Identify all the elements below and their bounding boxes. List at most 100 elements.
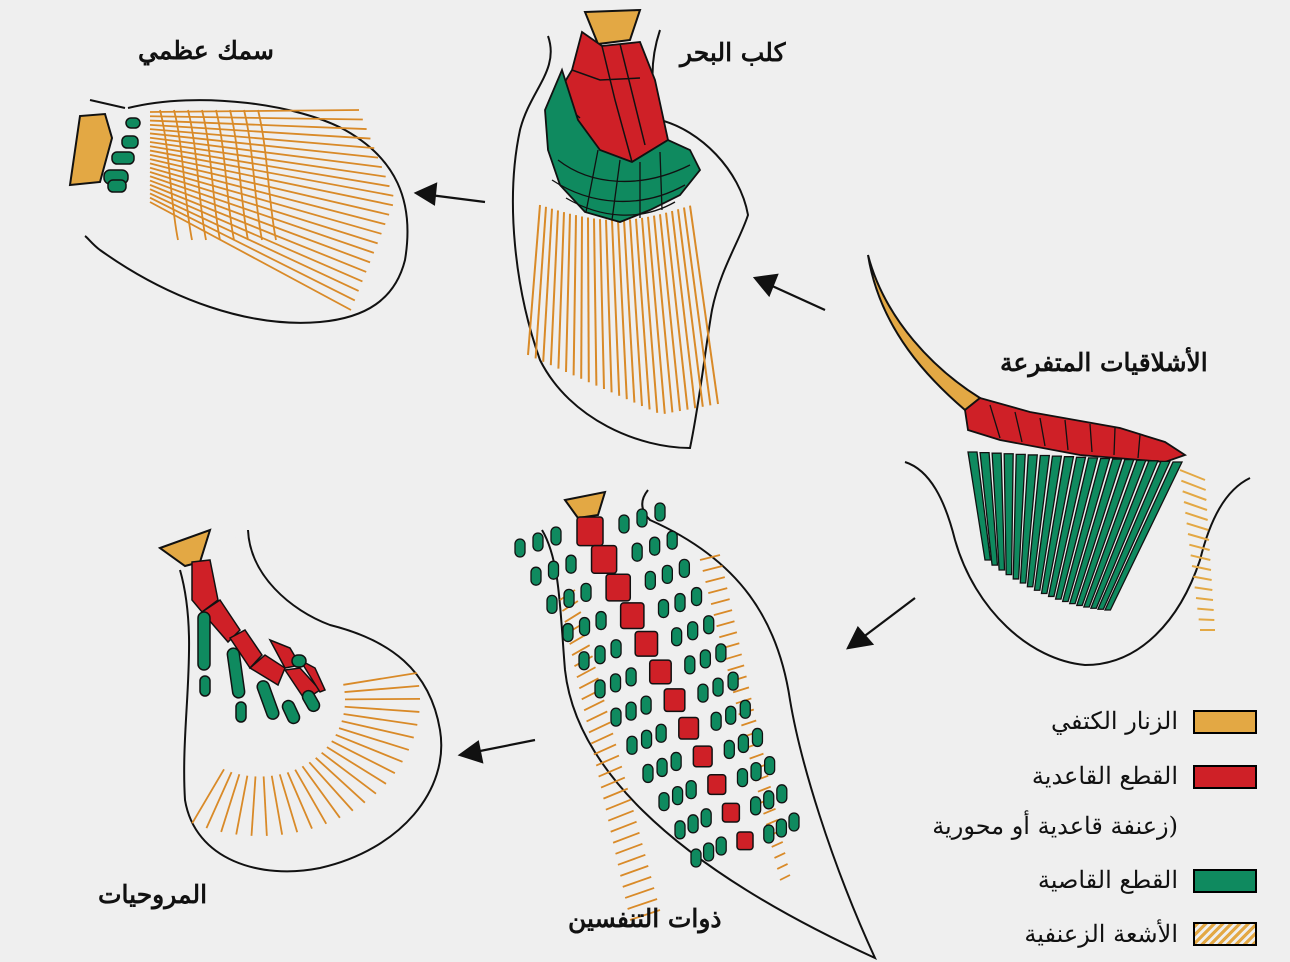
radial-element xyxy=(625,667,637,687)
radial-element xyxy=(610,707,622,727)
ray-segment xyxy=(201,109,221,241)
fin-ray xyxy=(335,733,403,763)
ray-segment xyxy=(173,109,193,241)
label-bony-fish: سمك عظمي xyxy=(138,36,274,65)
radial-element xyxy=(550,526,562,546)
radial-element xyxy=(674,820,686,840)
radial xyxy=(1054,457,1099,600)
fin-ray xyxy=(763,807,776,815)
fin-ray xyxy=(1198,618,1215,621)
radial xyxy=(1019,454,1039,584)
fin-ray xyxy=(683,207,712,406)
fin-ray xyxy=(220,773,241,833)
fin-ray xyxy=(250,776,257,836)
radial-element xyxy=(644,570,656,591)
radial-element xyxy=(562,622,574,643)
radial-element xyxy=(750,761,762,782)
radial-element xyxy=(751,727,764,748)
ray-segment xyxy=(229,109,249,241)
radial-element xyxy=(655,723,667,743)
radial-element xyxy=(712,677,724,697)
fin-ray xyxy=(627,898,658,910)
radial-element xyxy=(547,560,560,580)
radial-element xyxy=(723,739,735,760)
fin-ray xyxy=(1189,543,1210,551)
fin-ray xyxy=(149,192,360,292)
axial-element xyxy=(678,716,700,740)
fin-ray xyxy=(278,774,299,833)
radial xyxy=(1075,458,1135,607)
fin-ray xyxy=(1197,607,1214,611)
axial-element xyxy=(590,544,618,574)
radial-element xyxy=(737,733,750,754)
fin-ray xyxy=(659,214,681,412)
axial-element xyxy=(634,630,659,657)
fin-ray xyxy=(1191,565,1212,571)
fin-ray xyxy=(603,787,629,800)
lungfish-girdle xyxy=(563,490,607,520)
radial xyxy=(1061,457,1111,603)
fin-ray xyxy=(149,179,371,264)
fin-ray xyxy=(149,201,352,311)
fin-ray xyxy=(149,119,367,130)
fin-ray xyxy=(593,218,598,386)
ancestral-fin xyxy=(867,254,1251,667)
fin-ray xyxy=(624,887,655,899)
fin-ray xyxy=(1193,575,1212,581)
legend-distal-swatch xyxy=(1193,869,1257,893)
fin-ray xyxy=(677,209,704,407)
ray-segment xyxy=(257,109,277,241)
fin-ray xyxy=(564,611,582,623)
lobefin-fin xyxy=(157,528,443,873)
radial-element xyxy=(690,848,702,868)
radial-element xyxy=(697,683,709,703)
arrow-ancestral-to-lungfish xyxy=(846,597,916,650)
fin-ray xyxy=(623,219,636,403)
radial-element xyxy=(670,751,682,772)
fin-ray xyxy=(343,672,417,686)
legend-rays-swatch xyxy=(1193,922,1257,946)
fin-ray xyxy=(765,818,779,826)
fin-ray xyxy=(710,598,730,606)
radial-element xyxy=(514,538,526,558)
radial-element xyxy=(657,598,670,619)
radial-element xyxy=(736,767,749,788)
fin-ray xyxy=(713,609,733,617)
fin-ray xyxy=(235,775,249,835)
fin-ray xyxy=(605,798,632,811)
radial-element xyxy=(685,779,697,800)
fin-ray xyxy=(699,554,721,561)
fin-ray xyxy=(557,212,565,369)
fin-ray xyxy=(586,710,608,723)
fin-ray xyxy=(262,776,268,836)
ancestral-girdle xyxy=(867,254,982,412)
radial-element xyxy=(530,566,542,586)
fin-ray xyxy=(338,727,410,751)
fin-ray xyxy=(593,743,617,756)
fin-ray xyxy=(774,852,786,859)
radial xyxy=(1082,459,1147,608)
axial-element xyxy=(605,573,632,602)
ray-segment xyxy=(215,109,235,241)
dogfish-girdle xyxy=(583,8,642,46)
legend-girdle-swatch xyxy=(1193,710,1257,734)
fin-ray xyxy=(719,631,738,639)
radial-element xyxy=(625,701,637,721)
radial-element xyxy=(687,814,699,834)
ray-segment xyxy=(187,109,207,241)
fin-ray xyxy=(1187,533,1210,541)
fin-ray xyxy=(286,771,313,829)
fin-ray xyxy=(149,162,386,226)
radial-element xyxy=(775,818,788,838)
fin-ray xyxy=(571,644,591,656)
fin-ray xyxy=(549,210,559,366)
fin-ray xyxy=(534,206,547,359)
fin-ray xyxy=(705,576,726,583)
fin-ray xyxy=(301,765,341,819)
radial-element xyxy=(636,508,648,528)
fin-ray xyxy=(620,865,649,877)
radial-element xyxy=(640,695,652,715)
radial-element xyxy=(563,588,575,609)
radial-element xyxy=(666,530,678,550)
fin-ray xyxy=(611,219,621,396)
